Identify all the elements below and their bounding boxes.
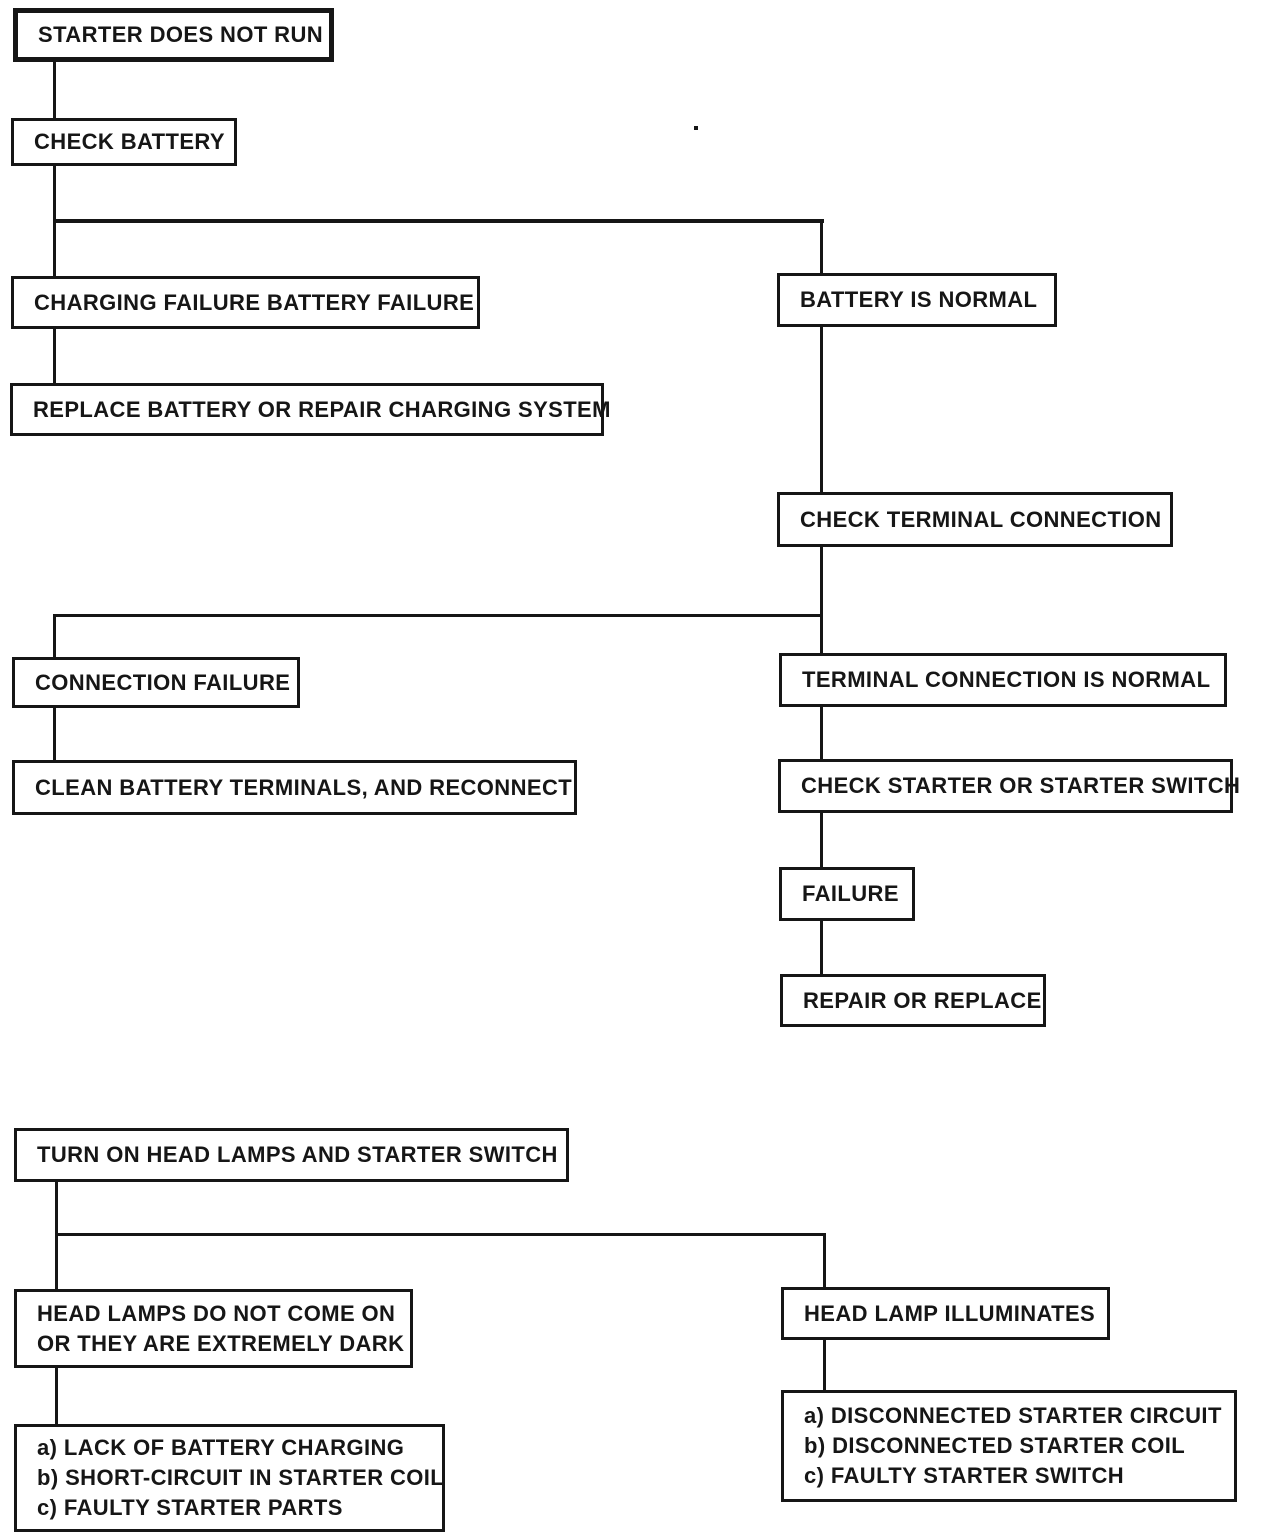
connector-to-replace-battery [53,329,56,385]
connector-to-head-lamps-off-causes [55,1368,58,1424]
connector-to-charging-failure [53,219,56,276]
connector-to-failure [820,813,823,867]
node-label: CHARGING FAILURE BATTERY FAILURE [34,289,475,315]
node-label: CHECK STARTER OR STARTER SWITCH [801,773,1241,798]
cause-item-c: c) FAULTY STARTER SWITCH [804,1463,1125,1488]
node-label: TERMINAL CONNECTION IS NORMAL [802,667,1211,692]
node-charging-failure-battery-failure: CHARGING FAILURE BATTERY FAILURE [11,276,480,329]
connector-to-head-lamps-off [55,1233,58,1289]
connector-to-clean-terminals [53,708,56,762]
connector-to-head-lamp-illuminates [823,1233,826,1287]
node-label: CHECK BATTERY [34,129,225,154]
node-head-lamp-on-cause-list: a) DISCONNECTED STARTER CIRCUIT b) DISCO… [781,1390,1237,1502]
node-replace-battery-or-repair-charging-system: REPLACE BATTERY OR REPAIR CHARGING SYSTE… [10,383,610,436]
connector-to-head-lamp-on-causes [823,1340,826,1392]
node-check-starter-or-starter-switch: CHECK STARTER OR STARTER SWITCH [778,759,1240,813]
scan-artifact-speck [694,126,698,130]
node-label: REPAIR OR REPLACE [803,987,1042,1013]
node-label: FAILURE [802,881,899,906]
node-check-battery: CHECK BATTERY [11,118,237,166]
node-label: HEAD LAMP ILLUMINATES [804,1300,1096,1326]
connector-battery-branch-horizontal [53,219,824,223]
node-label: CLEAN BATTERY TERMINALS, AND RECONNECT [35,774,573,800]
node-label: BATTERY IS NORMAL [800,287,1038,312]
node-label-line2: OR THEY ARE EXTREMELY DARK [37,1330,405,1356]
connector-to-check-starter [820,707,823,759]
node-clean-battery-terminals-and-reconnect: CLEAN BATTERY TERMINALS, AND RECONNECT [12,760,577,815]
node-label: TURN ON HEAD LAMPS AND STARTER SWITCH [37,1142,558,1167]
connector-to-battery-normal [820,219,823,273]
connector-to-connection-failure [53,614,56,657]
node-terminal-connection-is-normal: TERMINAL CONNECTION IS NORMAL [779,653,1227,707]
cause-item-b: b) SHORT-CIRCUIT IN STARTER COIL [37,1465,445,1490]
node-head-lamps-do-not-come-on: HEAD LAMPS DO NOT COME ON OR THEY ARE EX… [14,1289,413,1368]
node-failure: FAILURE [779,867,915,921]
node-starter-does-not-run: STARTER DOES NOT RUN [13,8,334,62]
node-label-line1: HEAD LAMPS DO NOT COME ON [37,1300,396,1326]
connector-check-battery-down [53,166,56,222]
node-connection-failure: CONNECTION FAILURE [12,657,300,708]
node-label: CONNECTION FAILURE [35,669,291,695]
cause-item-a: a) LACK OF BATTERY CHARGING [37,1435,405,1460]
connector-to-repair-replace [820,921,823,974]
node-label: REPLACE BATTERY OR REPAIR CHARGING SYSTE… [33,396,611,422]
connector-start-to-check-battery [53,62,56,118]
node-turn-on-head-lamps-and-starter-switch: TURN ON HEAD LAMPS AND STARTER SWITCH [14,1128,569,1182]
node-check-terminal-connection: CHECK TERMINAL CONNECTION [777,492,1173,547]
cause-item-b: b) DISCONNECTED STARTER COIL [804,1433,1186,1458]
node-battery-is-normal: BATTERY IS NORMAL [777,273,1057,327]
connector-terminal-branch-horizontal [53,614,823,617]
connector-to-check-terminal [820,327,823,492]
cause-item-a: a) DISCONNECTED STARTER CIRCUIT [804,1403,1222,1428]
node-head-lamp-illuminates: HEAD LAMP ILLUMINATES [781,1287,1110,1340]
cause-item-c: c) FAULTY STARTER PARTS [37,1495,343,1520]
node-label: CHECK TERMINAL CONNECTION [800,506,1162,532]
connector-check-terminal-down [820,547,823,653]
node-head-lamps-off-cause-list: a) LACK OF BATTERY CHARGING b) SHORT-CIR… [14,1424,445,1532]
connector-head-lamp-branch-horizontal [55,1233,826,1236]
node-label: STARTER DOES NOT RUN [38,22,324,47]
node-repair-or-replace: REPAIR OR REPLACE [780,974,1046,1027]
connector-turn-on-down [55,1182,58,1236]
